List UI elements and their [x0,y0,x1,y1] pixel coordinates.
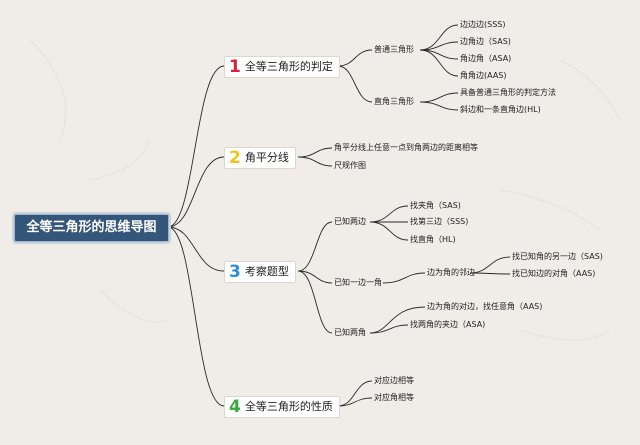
b4-item-sides: 对应边相等 [374,376,414,385]
b2-item-property: 角平分线上任意一点到角两边的距离相等 [334,143,478,152]
branch-number-2: 2 [229,148,241,168]
b3-sub-two-angles: 已知两角 [334,328,366,337]
b4-item-angles: 对应角相等 [374,393,414,402]
b1-item-sas: 边角边（SAS) [460,37,511,46]
b3-item-hl: 找直角（HL) [410,235,456,244]
b1-item-sss: 边边边(SSS) [460,20,506,29]
b1-item-asa: 角边角（ASA) [460,54,512,63]
b3-item-opposite-angle: 找已知边的对角（AAS) [512,269,596,278]
b3-sub-two-sides: 已知两边 [334,217,366,226]
b3-sub-side-angle: 已知一边一角 [334,278,382,287]
b3-child-adjacent: 边为角的邻边 [427,268,475,277]
branch-label-1: 全等三角形的判定 [244,60,333,73]
b1-sub-right-triangle: 直角三角形 [374,97,414,106]
b1-sub-ordinary-triangle: 普通三角形 [374,45,414,54]
branch-label-3: 考察题型 [244,265,289,278]
root-node: 全等三角形的思维导图 [14,214,169,242]
branch-number-3: 3 [229,262,241,282]
b2-item-construction: 尺规作图 [334,161,366,170]
b3-item-sas: 找夹角（SAS) [410,201,461,210]
b3-item-any-angle: 边为角的对边，找任意角（AAS) [427,302,543,311]
b3-item-other-side: 找已知角的另一边（SAS) [512,252,603,261]
b3-item-sss: 找第三边（SSS) [410,217,469,226]
branch-number-1: 1 [229,57,241,77]
b1-item-general-methods: 具备普通三角形的判定方法 [460,88,556,97]
branch-label-2: 角平分线 [244,151,289,164]
branch-number-4: 4 [229,397,241,417]
b1-item-hl: 斜边和一条直角边(HL) [460,105,541,114]
branch-label-4: 全等三角形的性质 [244,400,333,413]
b1-item-aas: 角角边(AAS) [460,71,507,80]
b3-item-included-side: 找两角的夹边（ASA) [410,320,486,329]
